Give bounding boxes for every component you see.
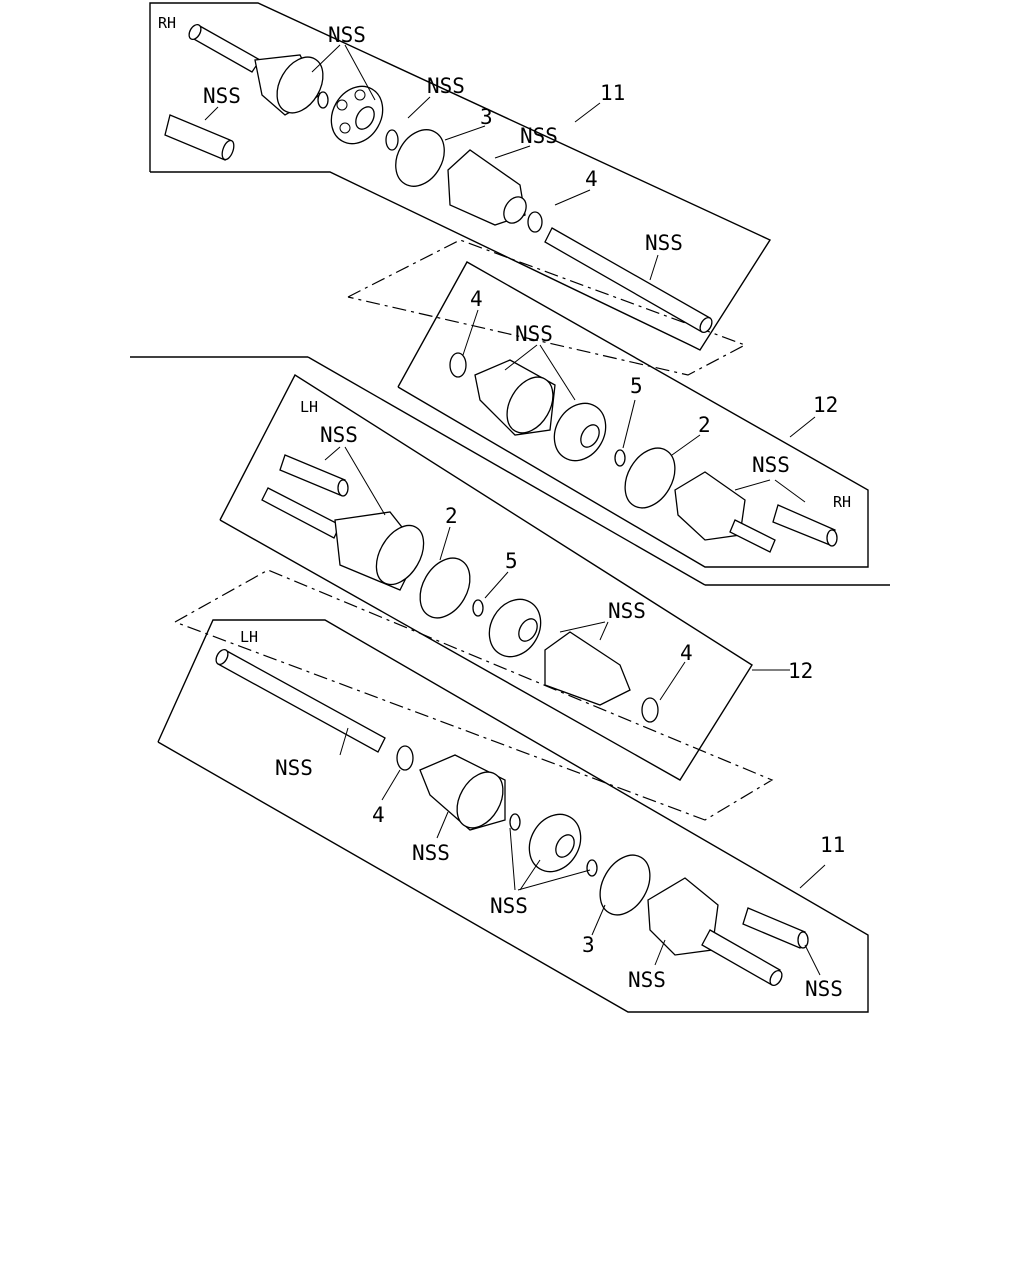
rh-assembly-12-frame [347,239,747,376]
lh-inner-boot [544,631,631,706]
label-nss: NSS [608,599,646,623]
lh-circlip-5 [472,599,484,617]
label-nss: NSS [328,23,366,47]
lh-clamp-4-lower [396,745,414,771]
label-nss: NSS [275,756,313,780]
label-nss: NSS [203,84,241,108]
label-nss: NSS [520,124,558,148]
lh-band-2 [419,557,471,619]
rh-inner-clamp-4 [449,352,467,378]
lh-assembly-12-frame [219,373,753,781]
rh-inner-bearing [553,402,607,462]
label-item-4: 4 [585,167,598,191]
label-nss: NSS [320,423,358,447]
label-nss: NSS [645,231,683,255]
rh-center-shaft [544,227,713,334]
lh-assembly-11-frame [157,619,869,1013]
label-item-3: 3 [582,933,595,957]
rh-outer-boot [447,149,527,226]
rh-clip-ring [317,91,329,109]
lh-nss-plug-upper [279,454,349,497]
label-item-4: 4 [372,803,385,827]
label-item-2: 2 [445,504,458,528]
lh-snap-ring [509,813,521,831]
label-nss: NSS [628,968,666,992]
rh-boot-band-3 [395,129,445,187]
rh-inner-joint-housing [674,471,776,553]
label-nss: NSS [427,74,465,98]
lh-clamp-4-upper [641,697,659,723]
lh-inner-joint-housing [334,511,425,591]
side-label-rh-middle: RH [833,493,851,511]
lh-clip-ring [586,859,598,877]
rh-inner-frame [397,261,869,568]
lh-outer-boot [419,754,506,831]
label-item-5: 5 [630,374,643,398]
label-item-5: 5 [505,549,518,573]
rh-outer-joint-housing [254,54,324,116]
rh-circlip-5 [614,449,626,467]
label-nss: NSS [805,977,843,1001]
label-item-12: 12 [788,659,813,683]
label-item-11: 11 [820,833,845,857]
separator-diagonal [307,356,706,586]
leader-lines [204,44,826,976]
label-nss: NSS [515,322,553,346]
lh-band-3 [599,854,651,916]
label-nss: NSS [752,453,790,477]
label-nss: NSS [412,841,450,865]
label-item-4: 4 [470,287,483,311]
lh-outer-joint-housing [647,877,783,987]
lh-nss-plug-lower [742,907,809,949]
rh-inner-band-2 [624,447,676,509]
label-item-11: 11 [600,81,625,105]
label-nss: NSS [490,894,528,918]
lh-outer-bearing [528,813,582,873]
rh-inner-nss-plug [772,504,838,547]
label-item-4: 4 [680,641,693,665]
side-label-rh-top: RH [158,14,176,32]
label-item-3: 3 [480,105,493,129]
rh-inner-boot [474,359,556,436]
label-item-12: 12 [813,393,838,417]
rh-assembly-11-frame [149,2,772,351]
rh-snap-ring [385,129,399,151]
rh-bearing-cage [330,85,384,145]
lh-dash-frame [174,569,774,821]
label-item-2: 2 [698,413,711,437]
lh-bearing [488,598,542,658]
rh-nss-plug [164,114,235,161]
lh-center-shaft [215,648,386,753]
side-label-lh-middle: LH [300,398,318,416]
lh-inner-shaft [261,487,341,539]
rh-clamp-4-upper [527,211,543,233]
side-label-lh-bottom: LH [240,628,258,646]
rh-outer-shaft [188,23,261,73]
